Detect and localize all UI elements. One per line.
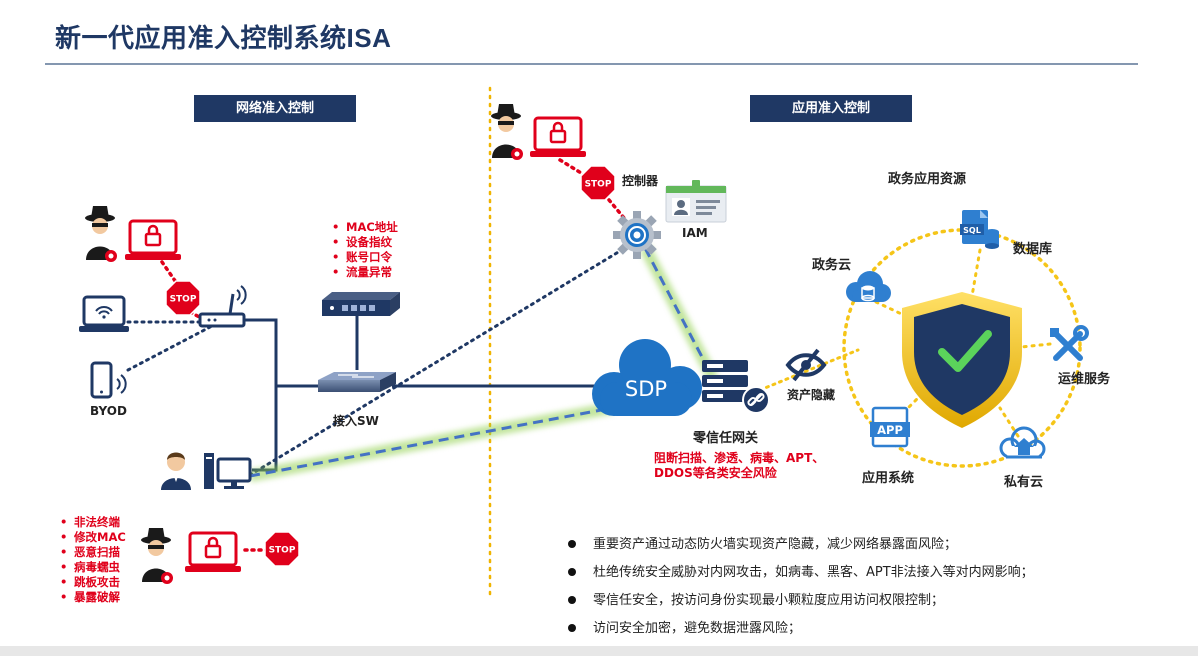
sql-label: SQL — [963, 226, 981, 235]
list-item: 重要资产通过动态防火墙实现资产隐藏，减少网络暴露面风险； — [568, 533, 957, 552]
locked-laptop-icon — [125, 219, 181, 260]
nac-appliance-icon — [322, 292, 400, 316]
section-network-access: 网络准入控制 — [194, 95, 356, 122]
ops-service-label: 运维服务 — [1058, 372, 1111, 387]
list-item: •非法终端 — [60, 515, 120, 529]
controller-label: 控制器 — [622, 174, 659, 188]
title-divider — [45, 63, 1138, 65]
desktop-computer-icon — [204, 453, 252, 489]
gateway-blocks-line: 阻断扫描、渗透、病毒、APT、 — [654, 451, 825, 465]
list-item: •跳板攻击 — [60, 575, 120, 589]
app-label: APP — [877, 423, 903, 437]
bottom-strip — [0, 646, 1198, 656]
locked-laptop-icon — [530, 116, 586, 157]
private-cloud-label: 私有云 — [1004, 475, 1044, 490]
app-system-label: 应用系统 — [862, 471, 915, 486]
iam-id-card-icon — [665, 180, 727, 223]
list-item: •恶意扫描 — [60, 545, 120, 559]
asset-hiding-label: 资产隐藏 — [787, 388, 836, 402]
list-item: 访问安全加密，避免数据泄露风险； — [568, 617, 801, 636]
list-item: •设备指纹 — [332, 235, 392, 249]
threat-links — [160, 158, 626, 552]
gateway-server-icon — [702, 360, 770, 414]
app-system-icon: APP — [870, 406, 910, 448]
hacker-icon — [491, 104, 523, 160]
section-application-access: 应用准入控制 — [750, 95, 912, 122]
hacker-icon — [141, 528, 173, 584]
network-checks-list: •MAC地址 •设备指纹 •账号口令 •流量异常 — [332, 220, 398, 280]
mobile-phone-icon — [90, 361, 127, 399]
asset-hiding-eye-icon — [785, 348, 827, 382]
zero-trust-gateway-label: 零信任网关 — [693, 431, 759, 446]
page-title: 新一代应用准入控制系统ISA — [55, 23, 392, 53]
sdp-label: SDP — [625, 377, 667, 401]
list-item: •暴露破解 — [60, 590, 120, 604]
sql-database-icon: SQL — [960, 210, 999, 249]
secure-tunnels — [248, 245, 719, 482]
sdp-cloud-icon — [592, 339, 702, 416]
stop-label: STOP — [585, 180, 612, 190]
list-item: 杜绝传统安全威胁对内网攻击，如病毒、黑客、APT非法接入等对内网影响； — [568, 561, 1034, 580]
controller-gear-icon — [613, 211, 661, 259]
gov-cloud-icon — [846, 271, 891, 302]
stop-sign-icon: STOP — [580, 165, 616, 201]
iam-label: IAM — [682, 226, 708, 240]
locked-laptop-icon — [185, 531, 241, 572]
access-switch-label: 接入SW — [333, 414, 379, 428]
gateway-blocks-text: 阻断扫描、渗透、病毒、APT、 DDOS等各类安全风险 — [654, 451, 824, 481]
threats-list: •非法终端 •修改MAC •恶意扫描 •病毒蠕虫 •跳板攻击 •暴露破解 — [60, 515, 126, 605]
database-label: 数据库 — [1013, 242, 1053, 257]
gov-cloud-label: 政务云 — [812, 258, 852, 273]
benefits-list: 重要资产通过动态防火墙实现资产隐藏，减少网络暴露面风险； 杜绝传统安全威胁对内网… — [568, 533, 1168, 643]
list-item: •修改MAC — [60, 530, 126, 544]
user-icon — [161, 452, 191, 490]
list-item: 零信任安全，按访问身份实现最小颗粒度应用访问权限控制； — [568, 589, 944, 608]
wifi-router-icon — [198, 285, 247, 328]
hacker-icon — [85, 206, 117, 262]
stop-sign-icon: STOP — [264, 531, 300, 567]
list-item: •流量异常 — [332, 265, 392, 279]
stop-label: STOP — [269, 546, 296, 556]
wifi-laptop-icon — [79, 295, 129, 332]
gateway-blocks-line: DDOS等各类安全风险 — [654, 466, 777, 480]
private-cloud-icon — [999, 426, 1046, 459]
list-item: •病毒蠕虫 — [60, 560, 120, 574]
security-shield-icon — [902, 292, 1022, 428]
stop-sign-icon: STOP — [165, 280, 201, 316]
byod-label: BYOD — [90, 404, 127, 418]
ops-tools-icon — [1050, 325, 1089, 361]
gov-resources-label: 政务应用资源 — [888, 172, 967, 187]
resource-ring — [842, 228, 1082, 468]
wireless-links — [126, 246, 627, 477]
list-item: •MAC地址 — [332, 220, 398, 234]
stop-label: STOP — [170, 295, 197, 305]
list-item: •账号口令 — [332, 250, 392, 264]
access-switch-icon — [318, 372, 396, 392]
